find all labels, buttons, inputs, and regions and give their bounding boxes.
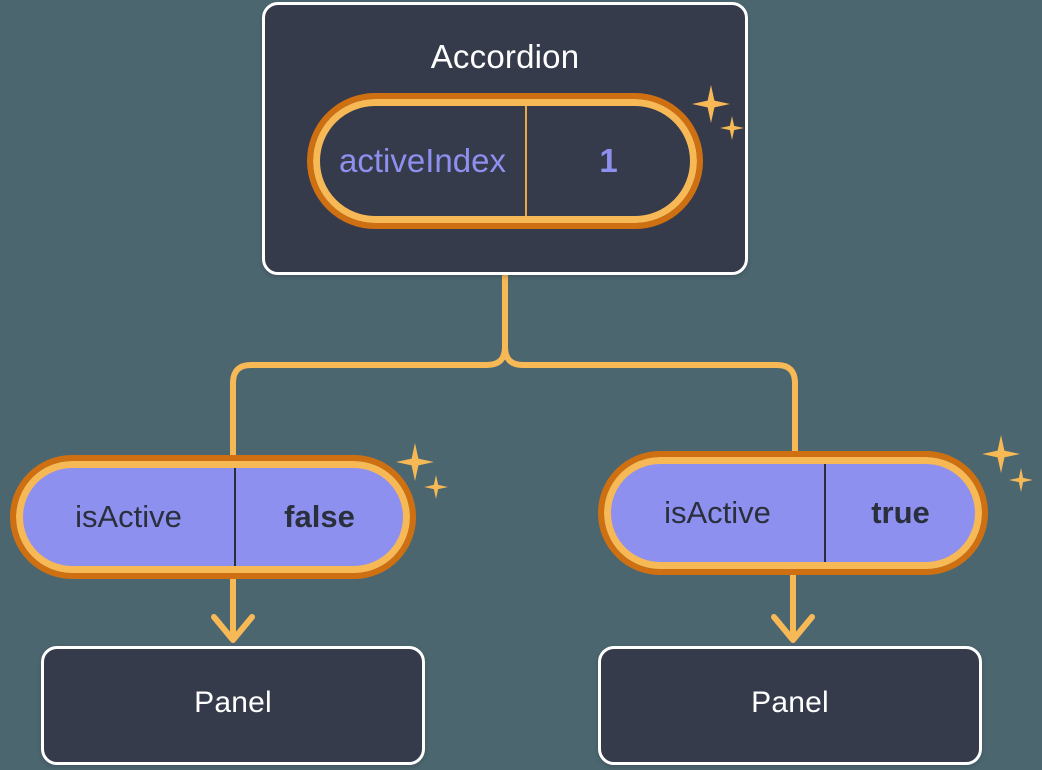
state-pill-is-active-left[interactable]: isActive false	[10, 455, 416, 579]
sparkle-icon	[1009, 468, 1033, 492]
panel-title: Panel	[751, 686, 829, 719]
state-value-label: true	[871, 495, 930, 530]
state-key-label: activeIndex	[320, 106, 527, 216]
panel-title: Panel	[194, 686, 272, 719]
panel-component-node-left[interactable]: Panel	[41, 646, 425, 765]
state-pill-is-active-right[interactable]: isActive true	[598, 451, 988, 575]
state-value-label: false	[284, 499, 355, 534]
arrow-down-icon-left	[211, 570, 255, 643]
sparkle-icon	[424, 475, 448, 499]
state-key-label: isActive	[23, 468, 236, 566]
panel-component-node-right[interactable]: Panel	[598, 646, 982, 765]
state-key-label: isActive	[611, 464, 826, 562]
state-pill-active-index[interactable]: activeIndex 1	[307, 93, 703, 229]
state-value-label: 1	[599, 142, 618, 179]
sparkle-icon	[982, 435, 1020, 473]
accordion-title: Accordion	[430, 38, 580, 75]
connector-root-to-children	[230, 273, 798, 465]
arrow-down-icon-right	[771, 566, 815, 643]
